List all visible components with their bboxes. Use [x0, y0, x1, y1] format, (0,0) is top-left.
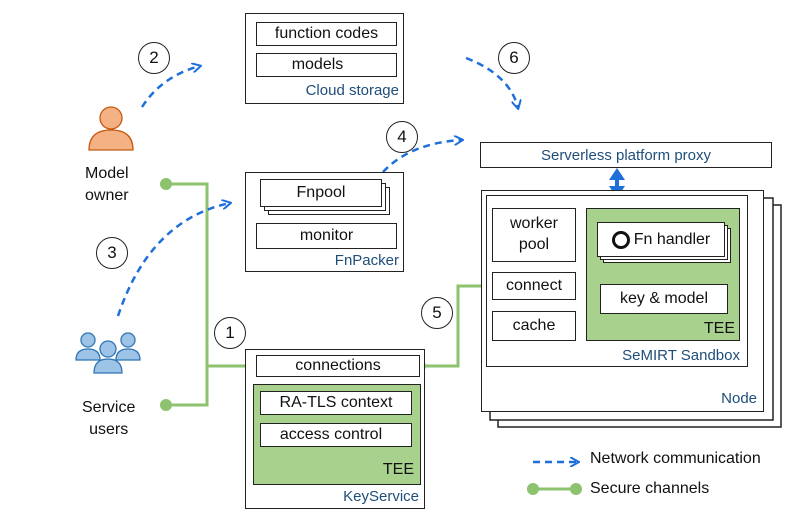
- legend-secure-label: Secure channels: [590, 480, 710, 497]
- models-box: models: [256, 53, 397, 77]
- serverless-proxy-box: Serverless platform proxy: [480, 142, 772, 168]
- connect-box: connect: [492, 272, 576, 300]
- function-codes-box: function codes: [256, 22, 397, 46]
- cloud-storage-caption: Cloud storage: [305, 82, 399, 99]
- semirt-sandbox-caption: SeMIRT Sandbox: [622, 347, 740, 364]
- access-control-label: access control: [279, 426, 383, 443]
- legend-network-label: Network communication: [590, 450, 761, 467]
- worker-pool-box: worker pool: [492, 208, 576, 262]
- step-5-badge: 5: [421, 297, 453, 329]
- function-codes-label: function codes: [274, 25, 379, 42]
- key-model-label: key & model: [619, 290, 709, 307]
- step-1-badge: 1: [214, 317, 246, 349]
- models-label: models: [291, 56, 344, 73]
- connect-label: connect: [505, 277, 563, 294]
- model-owner-icon: [88, 106, 134, 151]
- sandbox-tee-label: TEE: [703, 320, 735, 337]
- fn-handler-box: Fn handler: [597, 222, 725, 257]
- serverless-proxy-label: Serverless platform proxy: [540, 146, 712, 164]
- model-owner-label: Model owner: [85, 165, 129, 205]
- ra-tls-context-box: RA-TLS context: [260, 391, 412, 415]
- keyservice-caption: KeyService: [343, 488, 419, 505]
- service-users-icon: [75, 332, 141, 374]
- connections-label: connections: [295, 357, 381, 374]
- monitor-label: monitor: [299, 227, 354, 244]
- step-3-badge: 3: [96, 237, 128, 269]
- key-model-box: key & model: [600, 284, 728, 314]
- access-control-box: access control: [260, 423, 412, 447]
- fnpool-label: Fnpool: [296, 184, 346, 201]
- node-caption: Node: [721, 390, 757, 407]
- fn-handler-label: Fn handler: [633, 230, 711, 248]
- step-4-badge: 4: [386, 121, 418, 153]
- fnpool-box: Fnpool: [260, 179, 382, 207]
- worker-pool-label: worker pool: [509, 215, 558, 253]
- cache-box: cache: [492, 311, 576, 341]
- keyservice-tee-label: TEE: [382, 461, 414, 478]
- fnpacker-caption: FnPacker: [334, 252, 399, 269]
- cache-label: cache: [512, 317, 556, 334]
- step-6-badge: 6: [498, 42, 530, 74]
- fn-handler-circle-icon: [611, 230, 630, 249]
- network-arrows: [116, 56, 518, 317]
- service-users-label: Service users: [82, 399, 136, 439]
- step-2-badge: 2: [138, 42, 170, 74]
- monitor-box: monitor: [256, 223, 397, 249]
- connections-box: connections: [256, 355, 420, 377]
- ra-tls-context-label: RA-TLS context: [279, 394, 393, 411]
